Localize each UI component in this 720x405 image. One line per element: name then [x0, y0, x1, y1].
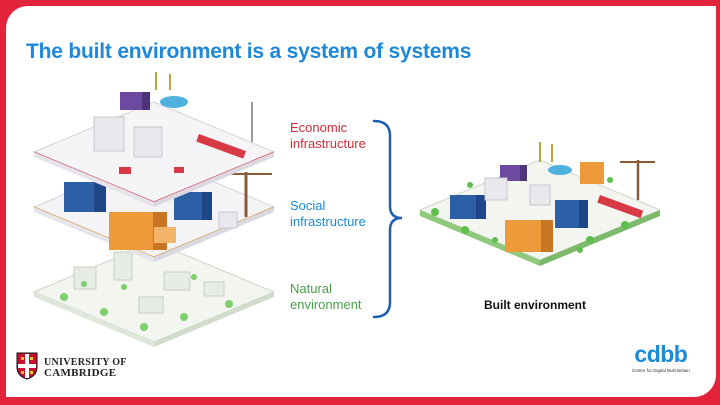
economic-line1: Economic: [290, 120, 348, 135]
economic-layer: [32, 72, 274, 207]
economic-infrastructure-label: Economic infrastructure: [290, 120, 366, 152]
cdbb-subtitle: Centre for Digital Built Britain: [632, 368, 690, 373]
built-environment-label: Built environment: [484, 298, 587, 312]
cambridge-crest-icon: [16, 352, 38, 380]
natural-layer: [32, 241, 274, 347]
cambridge-logo-text: UNIVERSITY OF CAMBRIDGE: [44, 357, 127, 379]
natural-line2: environment: [290, 297, 362, 312]
social-line2: infrastructure: [290, 214, 366, 229]
cambridge-line2: CAMBRIDGE: [44, 367, 117, 379]
grouping-brace: [372, 119, 403, 319]
cambridge-line1: UNIVERSITY OF: [44, 357, 127, 368]
economic-line2: infrastructure: [290, 136, 366, 151]
cdbb-wordmark: cdbb: [634, 341, 688, 367]
slide-title: The built environment is a system of sys…: [26, 40, 472, 63]
built-environment-illustration: [418, 142, 660, 266]
layered-city-illustration: [32, 72, 274, 347]
cdbb-logo: cdbb Centre for Digital Built Britain: [632, 342, 690, 373]
natural-line1: Natural: [290, 281, 332, 296]
natural-environment-label: Natural environment: [290, 281, 362, 313]
social-line1: Social: [290, 198, 326, 213]
social-infrastructure-label: Social infrastructure: [290, 198, 366, 230]
